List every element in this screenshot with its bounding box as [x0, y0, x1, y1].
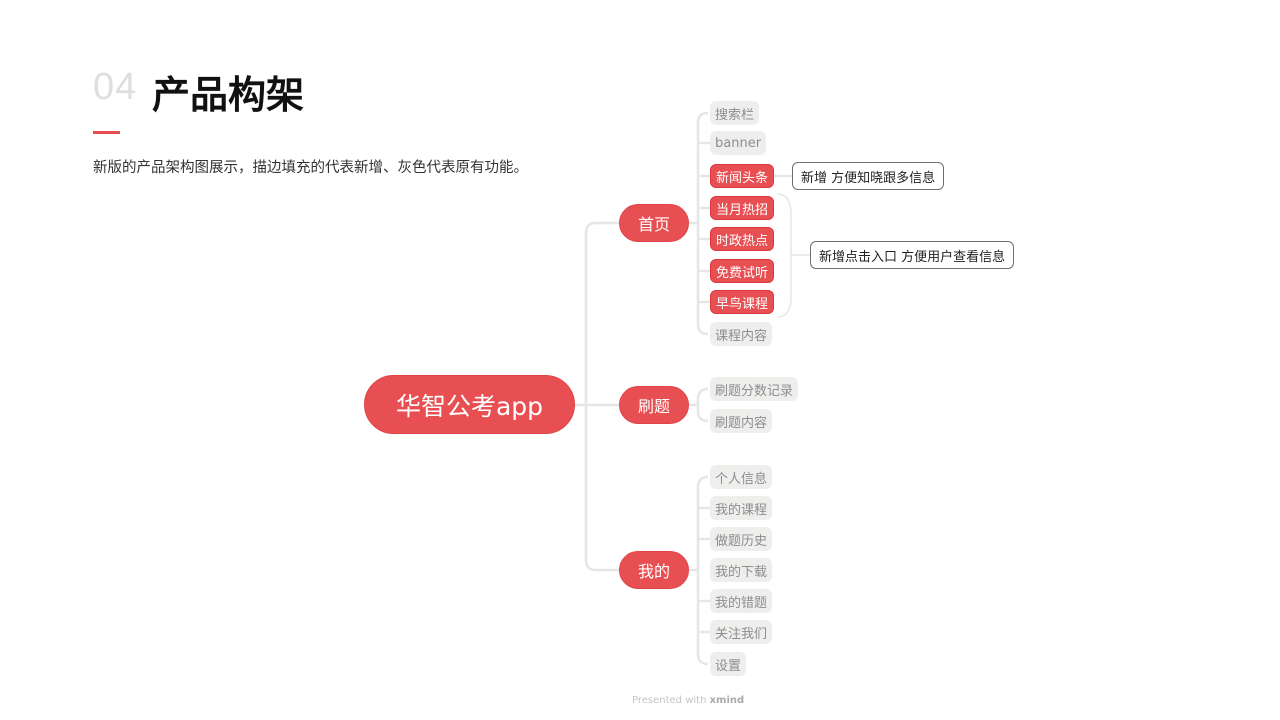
- leaf-practice-history[interactable]: 做题历史: [710, 527, 773, 551]
- leaf-news-headlines[interactable]: 新闻头条: [710, 164, 775, 188]
- leaf-personal-info[interactable]: 个人信息: [710, 465, 773, 489]
- leaf-settings[interactable]: 设置: [710, 652, 747, 676]
- accent-divider: [93, 131, 120, 134]
- callout-summary-note[interactable]: 新增点击入口 方便用户查看信息: [810, 241, 1015, 269]
- subtitle: 新版的产品架构图展示，描边填充的代表新增、灰色代表原有功能。: [93, 160, 528, 176]
- leaf-search-bar[interactable]: 搜索栏: [710, 101, 760, 125]
- root-topic[interactable]: 华智公考app: [364, 375, 575, 434]
- leaf-my-downloads[interactable]: 我的下载: [710, 558, 773, 582]
- branch-practice[interactable]: 刷题: [619, 386, 689, 424]
- section-number: 04: [93, 66, 138, 108]
- leaf-practice-content[interactable]: 刷题内容: [710, 409, 773, 433]
- leaf-banner[interactable]: banner: [710, 131, 767, 155]
- leaf-current-affairs[interactable]: 时政热点: [710, 227, 775, 251]
- leaf-monthly-recruit[interactable]: 当月热招: [710, 196, 775, 220]
- branch-mine[interactable]: 我的: [619, 551, 689, 589]
- leaf-follow-us[interactable]: 关注我们: [710, 620, 773, 644]
- section-title: 产品构架: [152, 73, 305, 117]
- leaf-free-trial[interactable]: 免费试听: [710, 259, 775, 283]
- footer-brand: xmind: [709, 695, 745, 706]
- footer-credit: Presented with xmind: [632, 695, 744, 706]
- leaf-my-courses[interactable]: 我的课程: [710, 496, 773, 520]
- callout-news-note[interactable]: 新增 方便知晓跟多信息: [792, 162, 945, 190]
- leaf-score-record[interactable]: 刷题分数记录: [710, 377, 799, 401]
- footer-prefix: Presented with: [632, 695, 707, 706]
- branch-home[interactable]: 首页: [619, 204, 689, 242]
- leaf-my-mistakes[interactable]: 我的错题: [710, 589, 773, 613]
- leaf-early-bird[interactable]: 早鸟课程: [710, 290, 775, 314]
- leaf-course-content[interactable]: 课程内容: [710, 322, 773, 346]
